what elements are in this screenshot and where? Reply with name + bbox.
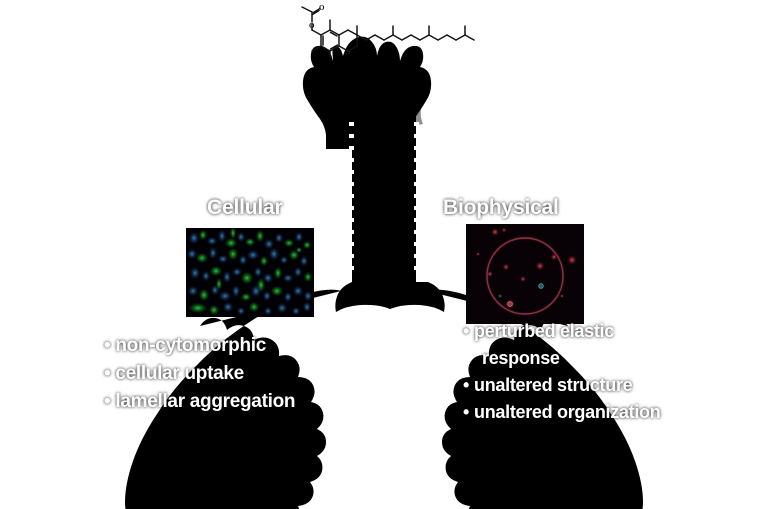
bronchi-shape <box>335 282 445 312</box>
molecule-atom-label-o1: O <box>319 4 325 12</box>
list-item: •lamellar aggregation <box>104 388 296 416</box>
bullet-icon: • <box>104 363 111 384</box>
bullet-icon: • <box>463 375 470 395</box>
bullet-icon: • <box>104 391 111 412</box>
list-item: •perturbed elastic <box>463 318 660 345</box>
bullet-icon: • <box>463 402 470 422</box>
list-item-label: cellular uptake <box>115 363 244 384</box>
trachea-shape <box>352 116 416 288</box>
fluorescence-cells-image <box>186 228 314 317</box>
list-item-label: response <box>482 348 560 368</box>
list-item-label: unaltered organization <box>474 402 661 422</box>
bullet-icon: • <box>104 335 111 356</box>
trachea-cartilage-rings <box>349 122 419 270</box>
list-item-label: non-cytomorphic <box>115 335 267 356</box>
biophysical-panel-title: Biophysical <box>443 196 559 219</box>
biophysical-bullet-list: •perturbed elastic response •unaltered s… <box>463 318 661 426</box>
cellular-panel-title: Cellular <box>207 196 283 219</box>
right-lung-shape <box>427 289 643 509</box>
list-item: •non-cytomorphic <box>104 332 295 360</box>
bullet-icon: • <box>463 321 470 341</box>
left-lung-shape <box>125 289 341 509</box>
biophysical-darkfield-micrograph <box>466 224 584 324</box>
vitamin-e-acetate-molecule: O O O <box>288 0 484 58</box>
droplet-outline-circle <box>486 237 564 315</box>
list-item-label: perturbed elastic <box>474 321 614 341</box>
cellular-bullet-list: •non-cytomorphic •cellular uptake •lamel… <box>104 332 296 416</box>
list-item-continuation: response <box>463 345 660 372</box>
list-item-label: unaltered structure <box>474 375 633 395</box>
list-item: •unaltered organization <box>463 399 661 426</box>
molecule-atom-label-o2: O <box>309 22 315 30</box>
list-item: •unaltered structure <box>463 372 660 399</box>
list-item-label: lamellar aggregation <box>115 391 296 412</box>
darkfield-droplets-image <box>466 224 584 324</box>
cellular-fluorescence-micrograph <box>186 228 314 317</box>
molecule-atom-label-o3: O <box>345 48 351 56</box>
list-item: •cellular uptake <box>104 360 295 388</box>
molecule-structure-icon: O O O <box>301 4 475 58</box>
